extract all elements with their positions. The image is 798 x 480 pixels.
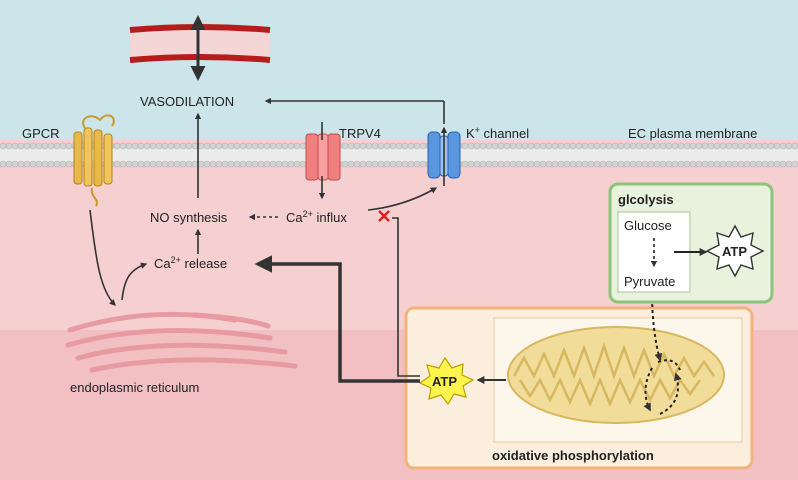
er-label: endoplasmic reticulum: [70, 380, 199, 395]
membrane-label: EC plasma membrane: [628, 126, 757, 141]
atp-to-ca-release-arrow: [254, 255, 420, 383]
gpcr-label: GPCR: [22, 126, 60, 141]
no-synthesis-label: NO synthesis: [150, 210, 228, 225]
atp-star-mito: [418, 356, 475, 406]
trpv4-label: TRPV4: [339, 126, 381, 141]
blood-vessel-icon: [129, 15, 271, 81]
pyruvate-label: Pyruvate: [624, 274, 675, 289]
trpv4-channel-icon: [305, 122, 341, 200]
endoplasmic-reticulum-icon: [65, 311, 298, 373]
k-channel-label: K+ channel: [466, 125, 529, 141]
gpcr-to-er-arrow: [89, 209, 116, 306]
atp-glyco-label: ATP: [722, 244, 747, 259]
vasodilation-label: VASODILATION: [140, 94, 234, 109]
ca-influx-to-k-arrow: [367, 187, 438, 211]
oxphos-label: oxidative phosphorylation: [492, 448, 654, 463]
atp-star-glyco: [705, 224, 765, 278]
glucose-label: Glucose: [624, 218, 672, 233]
plasma-membrane: [0, 142, 798, 168]
mitochondrion-icon: [507, 326, 725, 424]
extracellular-region: [0, 0, 798, 140]
blocked-x-icon: [378, 210, 390, 222]
glycolysis-title: glcolysis: [618, 192, 674, 207]
gpcr-receptor-icon: [73, 114, 115, 207]
ca-influx-label: Ca2+ influx: [286, 209, 347, 225]
atp-to-ca-influx-arrow: [392, 217, 420, 377]
ca-release-label: Ca2+ release: [154, 255, 227, 271]
atp-mito-label: ATP: [432, 374, 457, 389]
er-to-ca-release-arrow: [121, 262, 148, 301]
k-channel-icon: [427, 126, 461, 186]
